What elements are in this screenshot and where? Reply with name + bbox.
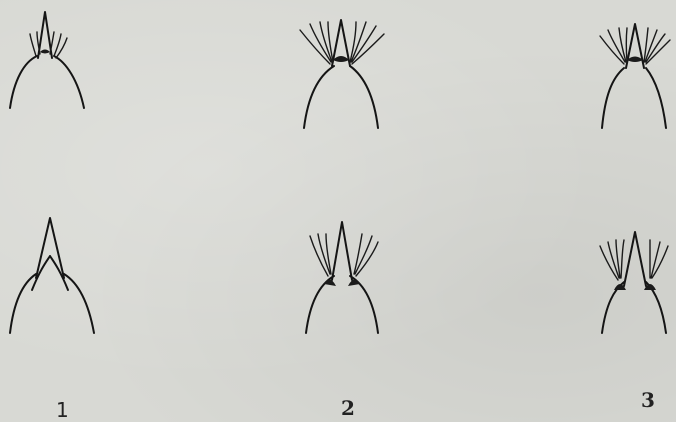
figure-1-upper-drawing	[10, 12, 84, 108]
figure-1-lower-drawing	[10, 218, 94, 333]
figure-1-label: 1	[56, 398, 69, 422]
figure-2-lower-drawing	[306, 222, 378, 333]
figure-2-upper-drawing	[300, 20, 384, 128]
figure-2-label: 2	[341, 396, 355, 420]
figure-3-lower-drawing	[600, 232, 668, 333]
figure-3-label: 3	[641, 388, 655, 412]
figure-3-upper-drawing	[600, 24, 670, 128]
